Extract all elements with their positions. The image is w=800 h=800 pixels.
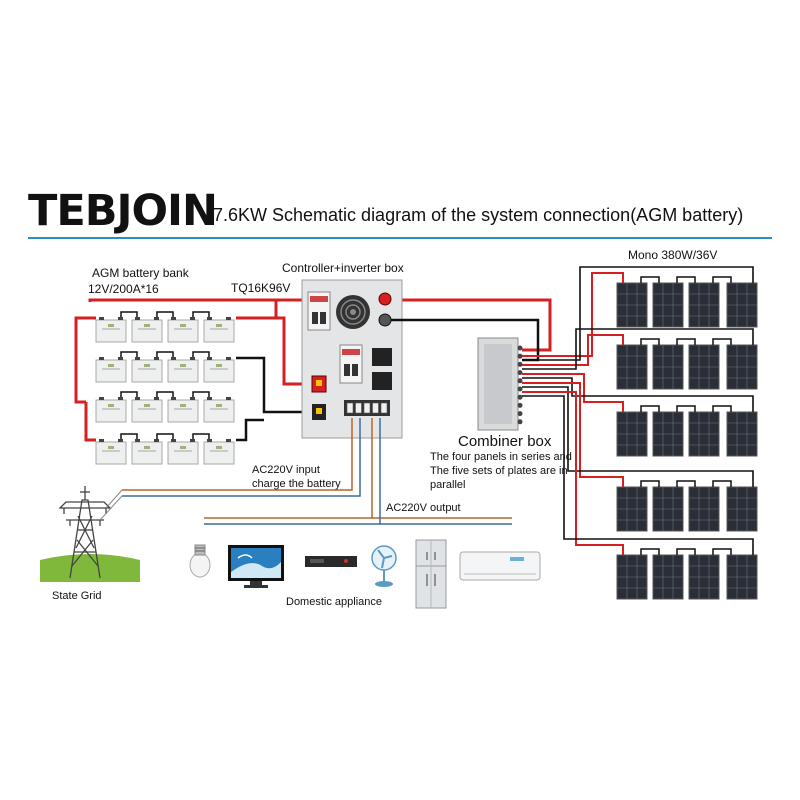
page-title: 7.6KW Schematic diagram of the system co…: [213, 205, 744, 225]
ac-input-line1: AC220V input: [252, 464, 320, 476]
solar-panel-icon: [652, 411, 684, 457]
battery-bank-spec: 12V/200A*16: [88, 282, 159, 296]
battery-wires: [74, 298, 552, 442]
solar-panel-icon: [688, 411, 720, 457]
battery-icon: [167, 397, 199, 423]
dvd-player-icon: [305, 556, 357, 567]
air-conditioner-icon: [459, 551, 541, 581]
state-grid-label: State Grid: [52, 590, 102, 602]
battery-icon: [167, 439, 199, 465]
solar-array-label: Mono 380W/36V: [628, 248, 718, 262]
ac-input-line2: charge the battery: [252, 478, 341, 490]
solar-panel-icon: [688, 344, 720, 390]
combiner-terminal: [517, 411, 523, 417]
battery-bank: [95, 311, 235, 465]
solar-panel-icon: [726, 282, 758, 328]
combiner-terminal: [517, 378, 523, 384]
solar-panel-icon: [652, 486, 684, 532]
battery-icon: [131, 439, 163, 465]
combiner-terminal: [517, 394, 523, 400]
battery-icon: [95, 439, 127, 465]
pv-positive-terminal: [378, 292, 392, 306]
combiner-terminal: [517, 402, 523, 408]
battery-icon: [203, 317, 235, 343]
controller-box: [301, 279, 403, 439]
solar-panel-icon: [726, 344, 758, 390]
terminal-screw: [372, 402, 379, 414]
battery-bank-label: AGM battery bank: [92, 266, 189, 280]
solar-panel-icon: [688, 486, 720, 532]
combiner-terminal: [517, 353, 523, 359]
ac-output-label: AC220V output: [386, 502, 461, 514]
battery-icon: [203, 357, 235, 383]
solar-panel-icon: [688, 282, 720, 328]
solar-panel-icon: [726, 486, 758, 532]
solar-panel-icon: [652, 282, 684, 328]
solar-panel-icon: [616, 486, 648, 532]
combiner-terminal: [517, 370, 523, 376]
fan-icon: [371, 545, 397, 587]
solar-panel-icon: [652, 554, 684, 600]
solar-panel-icon: [616, 282, 648, 328]
combiner-terminal: [517, 361, 523, 367]
combiner-note-line1: The four panels in series and: [430, 451, 572, 463]
solar-panel-icon: [688, 554, 720, 600]
combiner-box: [477, 337, 523, 431]
socket: [372, 372, 392, 390]
battery-icon: [131, 397, 163, 423]
array-wires: [522, 266, 754, 555]
solar-panel-icon: [616, 554, 648, 600]
solar-array: [616, 282, 758, 600]
combiner-label: Combiner box: [458, 433, 552, 450]
appliances-label: Domestic appliance: [286, 596, 382, 608]
combiner-terminal: [517, 386, 523, 392]
battery-icon: [203, 397, 235, 423]
light-bulb-icon: [189, 544, 211, 578]
controller-label: Controller+inverter box: [282, 261, 404, 275]
terminal-screw: [346, 402, 354, 414]
battery-icon: [131, 357, 163, 383]
domestic-appliances: [189, 539, 541, 609]
battery-icon: [203, 439, 235, 465]
battery-icon: [167, 317, 199, 343]
combiner-terminal: [517, 345, 523, 351]
battery-icon: [167, 357, 199, 383]
brand-logo: TEBJOIN: [28, 186, 218, 236]
ac-lines: [122, 418, 512, 525]
solar-panel-icon: [652, 344, 684, 390]
terminal-screw: [380, 402, 388, 414]
solar-panel-icon: [726, 554, 758, 600]
combiner-terminal: [517, 419, 523, 425]
solar-panel-icon: [616, 344, 648, 390]
pv-negative-terminal: [378, 313, 392, 327]
grass: [40, 554, 140, 582]
solar-panel-icon: [616, 411, 648, 457]
terminal-screw: [363, 402, 371, 414]
power-tower-icon: [58, 486, 112, 579]
combiner-note-line3: parallel: [430, 479, 466, 491]
controller-model: TQ16K96V: [231, 281, 291, 295]
terminal-screw: [355, 402, 362, 414]
battery-icon: [131, 317, 163, 343]
solar-panel-icon: [726, 411, 758, 457]
battery-icon: [95, 357, 127, 383]
combiner-note-line2: The five sets of plates are in: [430, 465, 568, 477]
state-grid: [40, 486, 140, 582]
refrigerator-icon: [415, 539, 447, 609]
battery-icon: [95, 317, 127, 343]
battery-icon: [95, 397, 127, 423]
socket: [372, 348, 392, 366]
television-icon: [228, 545, 284, 588]
